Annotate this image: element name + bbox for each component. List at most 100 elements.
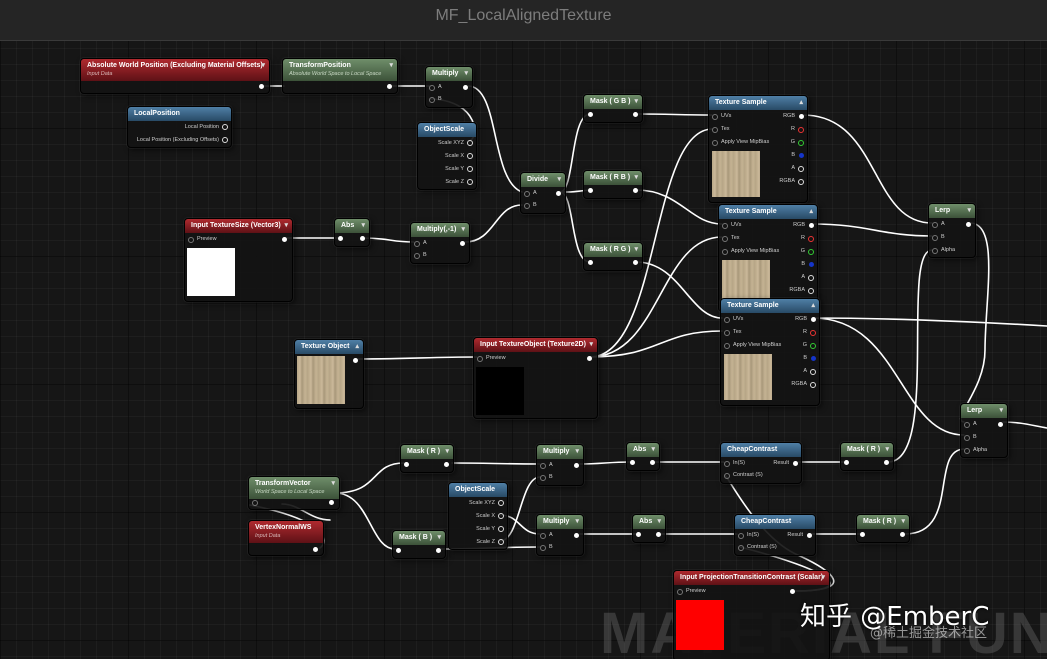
- output-pin[interactable]: [884, 460, 889, 465]
- lerp-node[interactable]: Lerp▾ A B Alpha: [928, 203, 976, 258]
- input-pin[interactable]: [844, 460, 849, 465]
- input-pin-tex[interactable]: [724, 330, 730, 336]
- abs-node[interactable]: Abs▾: [632, 514, 666, 543]
- input-pin-a[interactable]: [932, 222, 938, 228]
- chevron-down-icon[interactable]: ▾: [464, 70, 468, 77]
- mask-r-node[interactable]: Mask ( R )▾: [840, 442, 894, 471]
- output-pin[interactable]: [222, 124, 228, 130]
- input-pin-alpha[interactable]: [932, 248, 938, 254]
- output-pin-rgb[interactable]: [811, 317, 816, 322]
- chevron-down-icon[interactable]: ▾: [575, 448, 579, 455]
- input-pin-b[interactable]: [964, 435, 970, 441]
- output-pin-a[interactable]: [808, 275, 814, 281]
- output-pin[interactable]: [498, 513, 504, 519]
- output-pin-a[interactable]: [798, 166, 804, 172]
- input-pin-a[interactable]: [540, 533, 546, 539]
- output-pin[interactable]: [656, 532, 661, 537]
- input-pin-b[interactable]: [414, 253, 420, 259]
- multiply-node[interactable]: Multiply ▾ A B: [425, 66, 473, 108]
- input-pin[interactable]: [860, 532, 865, 537]
- input-pin-contrast[interactable]: [724, 473, 730, 479]
- chevron-down-icon[interactable]: ▾: [557, 176, 561, 183]
- transform-position-node[interactable]: TransformPosition ▾ Absolute World Space…: [282, 58, 398, 94]
- mask-rb-node[interactable]: Mask ( R B )▾: [583, 170, 643, 199]
- input-projection-contrast-node[interactable]: Input ProjectionTransitionContrast (Scal…: [673, 570, 830, 659]
- output-pin[interactable]: [633, 260, 638, 265]
- object-scale-node[interactable]: ObjectScale Scale XYZ Scale X Scale Y Sc…: [448, 482, 508, 550]
- input-pin-b[interactable]: [932, 235, 938, 241]
- object-scale-node[interactable]: ObjectScale Scale XYZ Scale X Scale Y Sc…: [417, 122, 477, 190]
- input-pin-a[interactable]: [524, 191, 530, 197]
- chevron-down-icon[interactable]: ▾: [261, 62, 265, 69]
- chevron-down-icon[interactable]: ▾: [361, 222, 365, 229]
- output-pin[interactable]: [444, 462, 449, 467]
- output-pin[interactable]: [498, 539, 504, 545]
- mask-r-node[interactable]: Mask ( R )▾: [400, 444, 454, 473]
- output-pin[interactable]: [313, 547, 318, 552]
- abs-node[interactable]: Abs▾: [626, 442, 660, 471]
- output-pin-r[interactable]: [808, 236, 814, 242]
- input-pin[interactable]: [338, 236, 343, 241]
- input-pin[interactable]: [404, 462, 409, 467]
- output-pin[interactable]: [807, 533, 812, 538]
- local-position-node[interactable]: LocalPosition Local Position Local Posit…: [127, 106, 232, 148]
- texture-object-node[interactable]: Texture Object▴: [294, 339, 364, 409]
- chevron-down-icon[interactable]: ▾: [284, 222, 288, 229]
- input-pin[interactable]: [630, 460, 635, 465]
- output-pin[interactable]: [467, 153, 473, 159]
- multiply-negative-one-node[interactable]: Multiply(,-1) ▾ A B: [410, 222, 470, 264]
- input-texture-size-node[interactable]: Input TextureSize (Vector3) ▾ Preview: [184, 218, 293, 302]
- input-pin-mip[interactable]: [724, 343, 730, 349]
- input-pin-mip[interactable]: [722, 249, 728, 255]
- output-pin[interactable]: [574, 533, 579, 538]
- input-pin-a[interactable]: [964, 422, 970, 428]
- abs-node[interactable]: Abs▾: [334, 218, 370, 247]
- output-pin[interactable]: [387, 84, 392, 89]
- cheap-contrast-node[interactable]: CheapContrast In(S) Contrast (S) Result: [734, 514, 816, 556]
- input-pin-in[interactable]: [738, 533, 744, 539]
- output-pin[interactable]: [360, 236, 365, 241]
- input-pin-contrast[interactable]: [738, 545, 744, 551]
- input-pin[interactable]: [588, 260, 593, 265]
- preview-pin[interactable]: [477, 356, 483, 362]
- chevron-down-icon[interactable]: ▾: [999, 407, 1003, 414]
- output-pin[interactable]: [463, 85, 468, 90]
- input-pin-uvs[interactable]: [724, 317, 730, 323]
- chevron-down-icon[interactable]: ▾: [885, 446, 889, 453]
- vertex-normal-ws-node[interactable]: VertexNormalWS Input Data: [248, 520, 324, 556]
- input-pin-tex[interactable]: [712, 127, 718, 133]
- output-pin-r[interactable]: [798, 127, 804, 133]
- input-pin-tex[interactable]: [722, 236, 728, 242]
- chevron-down-icon[interactable]: ▾: [461, 226, 465, 233]
- texture-sample-node[interactable]: Texture Sample▴ UVs Tex Apply View MipBi…: [718, 204, 818, 312]
- output-pin[interactable]: [790, 589, 795, 594]
- output-pin-b[interactable]: [809, 262, 814, 267]
- chevron-down-icon[interactable]: ▾: [657, 518, 661, 525]
- input-pin-in[interactable]: [724, 461, 730, 467]
- output-pin[interactable]: [460, 241, 465, 246]
- input-pin[interactable]: [396, 548, 401, 553]
- output-pin-b[interactable]: [811, 356, 816, 361]
- input-pin[interactable]: [636, 532, 641, 537]
- output-pin[interactable]: [633, 188, 638, 193]
- chevron-down-icon[interactable]: ▾: [901, 518, 905, 525]
- input-pin-a[interactable]: [414, 241, 420, 247]
- multiply-node[interactable]: Multiply▾ A B: [536, 444, 584, 486]
- output-pin[interactable]: [259, 84, 264, 89]
- input-pin[interactable]: [588, 112, 593, 117]
- output-pin[interactable]: [793, 461, 798, 466]
- input-pin-b[interactable]: [429, 97, 435, 103]
- lerp-node[interactable]: Lerp▾ A B Alpha: [960, 403, 1008, 458]
- output-pin[interactable]: [436, 548, 441, 553]
- output-pin-rgb[interactable]: [799, 114, 804, 119]
- divide-node[interactable]: Divide ▾ A B: [520, 172, 566, 214]
- mask-r-node[interactable]: Mask ( R )▾: [856, 514, 910, 543]
- output-pin[interactable]: [574, 463, 579, 468]
- output-pin[interactable]: [966, 222, 971, 227]
- output-pin-rgba[interactable]: [798, 179, 804, 185]
- input-pin-uvs[interactable]: [712, 114, 718, 120]
- output-pin-g[interactable]: [808, 249, 814, 255]
- chevron-down-icon[interactable]: ▾: [589, 341, 593, 348]
- output-pin-rgba[interactable]: [810, 382, 816, 388]
